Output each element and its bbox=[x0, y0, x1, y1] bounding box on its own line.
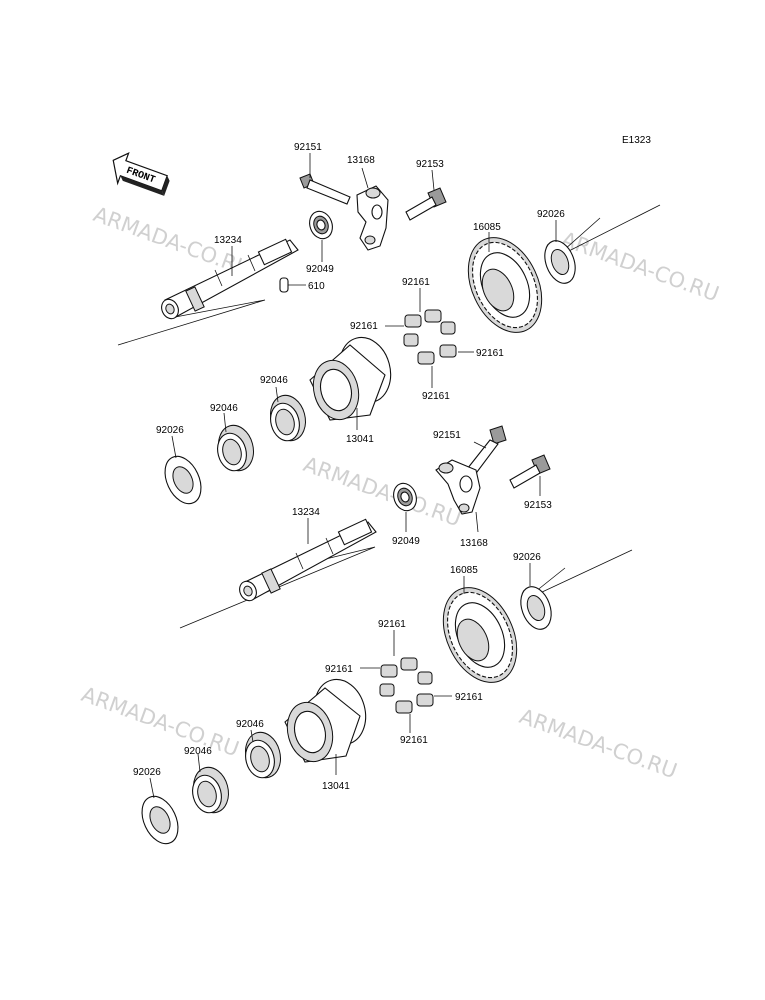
gear bbox=[467, 237, 543, 333]
watermark: ARMADA-CO.RU bbox=[558, 227, 722, 306]
needle-bearing bbox=[192, 766, 229, 814]
part-label: 92161 bbox=[378, 619, 406, 630]
bolt bbox=[509, 454, 551, 489]
part-label: 92046 bbox=[236, 719, 264, 730]
lower-assembly: 92151 13168 92153 13234 92049 16085 9202… bbox=[133, 425, 633, 845]
part-label: 13041 bbox=[346, 434, 374, 445]
part-label: 92161 bbox=[422, 391, 450, 402]
part-label: 610 bbox=[308, 281, 325, 292]
gear bbox=[442, 587, 518, 683]
part-label: 92151 bbox=[294, 142, 322, 153]
part-label: 92161 bbox=[476, 348, 504, 359]
part-label: 92153 bbox=[416, 159, 444, 170]
leader-lines bbox=[171, 153, 557, 459]
pin bbox=[279, 277, 289, 293]
watermark: ARMADA-CO.RU bbox=[78, 682, 242, 761]
shaft bbox=[239, 518, 377, 602]
part-label: 92049 bbox=[392, 536, 420, 547]
part-label: 92026 bbox=[513, 552, 541, 563]
hub bbox=[284, 678, 367, 763]
needle-bearing bbox=[270, 394, 306, 442]
guide-line bbox=[117, 299, 266, 346]
watermark: ARMADA-CO.RU bbox=[300, 452, 464, 531]
part-label: 92046 bbox=[184, 746, 212, 757]
part-label: 92153 bbox=[524, 500, 552, 511]
thrust-washer bbox=[141, 795, 179, 845]
part-label: 13041 bbox=[322, 781, 350, 792]
part-label: 92161 bbox=[325, 664, 353, 675]
part-label: 92151 bbox=[433, 430, 461, 441]
part-label: 92161 bbox=[455, 692, 483, 703]
part-label: 92026 bbox=[156, 425, 184, 436]
shaft bbox=[161, 238, 299, 320]
arm bbox=[356, 185, 389, 251]
part-label: 16085 bbox=[450, 565, 478, 576]
watermark: ARMADA-CO.RU bbox=[516, 704, 680, 783]
part-label: 92049 bbox=[306, 264, 334, 275]
diagram-code: E1323 bbox=[622, 135, 651, 146]
bolt bbox=[405, 187, 447, 221]
leader-lines bbox=[149, 441, 541, 799]
part-label: 92161 bbox=[350, 321, 378, 332]
upper-assembly: 92151 13168 92153 13234 92049 610 16085 … bbox=[117, 142, 661, 505]
part-label: 13234 bbox=[292, 507, 320, 518]
part-label: 13234 bbox=[214, 235, 242, 246]
thrust-washer bbox=[520, 586, 552, 630]
front-arrow-icon: FRONT bbox=[112, 152, 170, 196]
oil-seal bbox=[309, 210, 333, 240]
part-label: 92026 bbox=[133, 767, 161, 778]
part-label: 92026 bbox=[537, 209, 565, 220]
thrust-washer bbox=[164, 455, 202, 505]
needle-bearing bbox=[217, 424, 254, 472]
thrust-washer bbox=[544, 240, 576, 284]
needle-bearing bbox=[245, 731, 281, 779]
part-label: 92046 bbox=[260, 375, 288, 386]
part-label: 92161 bbox=[402, 277, 430, 288]
damper-set bbox=[379, 657, 434, 714]
part-label: 13168 bbox=[347, 155, 375, 166]
oil-seal bbox=[393, 482, 417, 512]
part-label: 92046 bbox=[210, 403, 238, 414]
damper-set bbox=[403, 309, 457, 365]
part-label: 13168 bbox=[460, 538, 488, 549]
bolt bbox=[299, 173, 351, 205]
hub bbox=[309, 336, 392, 421]
arm bbox=[435, 459, 481, 515]
part-label: 16085 bbox=[473, 222, 501, 233]
part-label: 92161 bbox=[400, 735, 428, 746]
